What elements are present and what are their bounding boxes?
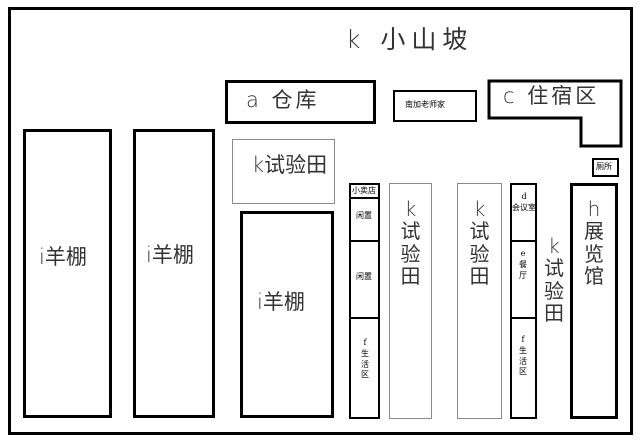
- dorm-building: [487, 79, 623, 148]
- test-field-v2-label: k 试 验 田: [469, 197, 490, 289]
- dining-label: e 餐 厅: [519, 249, 527, 280]
- test-field-top: [232, 139, 335, 204]
- meeting-column: [510, 183, 537, 419]
- warehouse-building: [225, 80, 376, 124]
- test-field-v1: [389, 183, 432, 419]
- warehouse-label: a 仓库: [246, 88, 320, 112]
- living-area-1-label: f 生 活 区: [361, 338, 369, 380]
- teacher-home-label: 南加老师家: [405, 100, 445, 109]
- sheep-pen-3: [240, 211, 334, 418]
- sheep-pen-1: [23, 129, 112, 418]
- idle-divider: [349, 240, 380, 242]
- dorm-label: c 住宿区: [503, 84, 600, 108]
- site-boundary: [8, 7, 633, 435]
- teacher-home-building: [393, 90, 477, 122]
- sheep-pen-2: [133, 129, 215, 418]
- living-divider: [349, 317, 380, 319]
- hill-label: k 小山坡: [346, 25, 474, 54]
- shop-divider: [349, 197, 380, 199]
- test-field-v2: [457, 183, 502, 419]
- idle-1-label: 闲置: [356, 211, 372, 220]
- meeting-room-label: d 会议室: [512, 192, 536, 212]
- shop-column: [349, 183, 380, 419]
- toilet-building: [592, 158, 619, 177]
- sheep-pen-3-label: i羊棚: [257, 290, 305, 314]
- exhibition-hall: [570, 183, 618, 419]
- living-area-2-label: f 生 活 区: [519, 335, 527, 377]
- shop-label: 小卖店: [352, 186, 376, 195]
- toilet-label: 厕所: [596, 162, 612, 171]
- idle-2-label: 闲置: [356, 272, 372, 281]
- sheep-pen-2-label: i羊棚: [146, 243, 194, 267]
- dining-divider: [510, 317, 537, 319]
- exhibition-hall-label: h 展 览 馆: [584, 197, 604, 289]
- test-field-v1-label: k 试 验 田: [400, 197, 421, 289]
- sheep-pen-1-label: i羊棚: [39, 245, 87, 269]
- meeting-divider: [510, 240, 537, 242]
- test-field-v3-label: k 试 验 田: [544, 234, 564, 326]
- test-field-top-label: k试验田: [252, 153, 328, 177]
